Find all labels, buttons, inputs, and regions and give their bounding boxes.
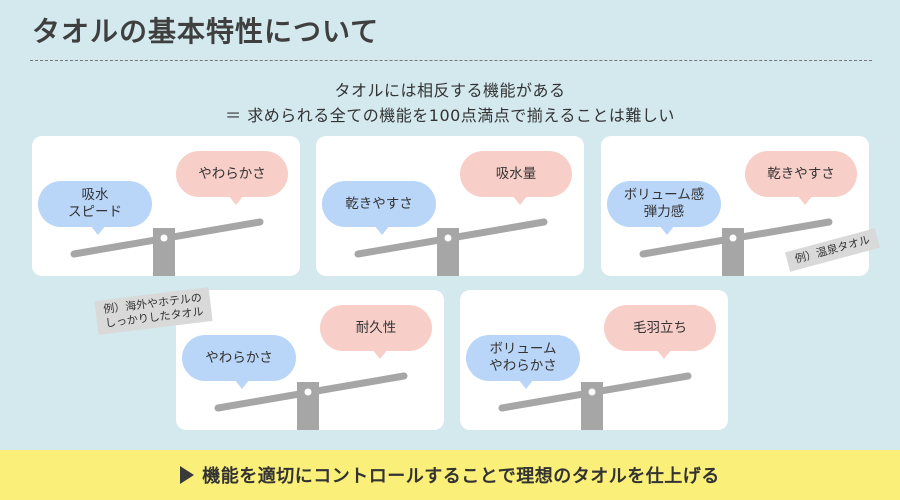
play-triangle-icon (180, 466, 195, 484)
tradeoff-right-label: 乾きやすさ (745, 151, 857, 205)
seesaw-icon (639, 218, 833, 276)
tradeoff-card-1: やわらかさ 吸水 スピード (32, 136, 300, 276)
subtitle-line-2: ＝ 求められる全ての機能を100点満点で揃えることは難しい (225, 106, 675, 125)
tradeoff-left-label: 吸水 スピード (38, 181, 152, 235)
seesaw-icon (354, 218, 548, 276)
tradeoff-right-label: 毛羽立ち (604, 305, 716, 359)
seesaw-icon (214, 372, 408, 430)
seesaw-icon (70, 218, 264, 276)
tradeoff-card-4: 耐久性 やわらかさ (176, 290, 444, 430)
tradeoff-left-label: やわらかさ (182, 335, 296, 389)
tradeoff-card-2: 吸水量 乾きやすさ (316, 136, 584, 276)
conclusion-text: 機能を適切にコントロールすることで理想のタオルを仕上げる (202, 466, 720, 487)
conclusion-banner: 機能を適切にコントロールすることで理想のタオルを仕上げる (0, 450, 900, 500)
page-title: タオルの基本特性について (32, 15, 380, 48)
title-divider (30, 60, 872, 61)
seesaw-icon (498, 372, 692, 430)
tradeoff-right-label: やわらかさ (176, 151, 288, 205)
tradeoff-left-label: ボリューム やわらかさ (466, 335, 580, 389)
tradeoff-left-label: ボリューム感 弾力感 (607, 181, 721, 235)
tradeoff-card-5: 毛羽立ち ボリューム やわらかさ (460, 290, 728, 430)
tradeoff-left-label: 乾きやすさ (322, 181, 436, 235)
subtitle-line-1: タオルには相反する機能がある (334, 81, 566, 100)
tradeoff-right-label: 耐久性 (320, 305, 432, 359)
tradeoff-card-3: 乾きやすさ ボリューム感 弾力感 (601, 136, 869, 276)
tradeoff-right-label: 吸水量 (460, 151, 572, 205)
